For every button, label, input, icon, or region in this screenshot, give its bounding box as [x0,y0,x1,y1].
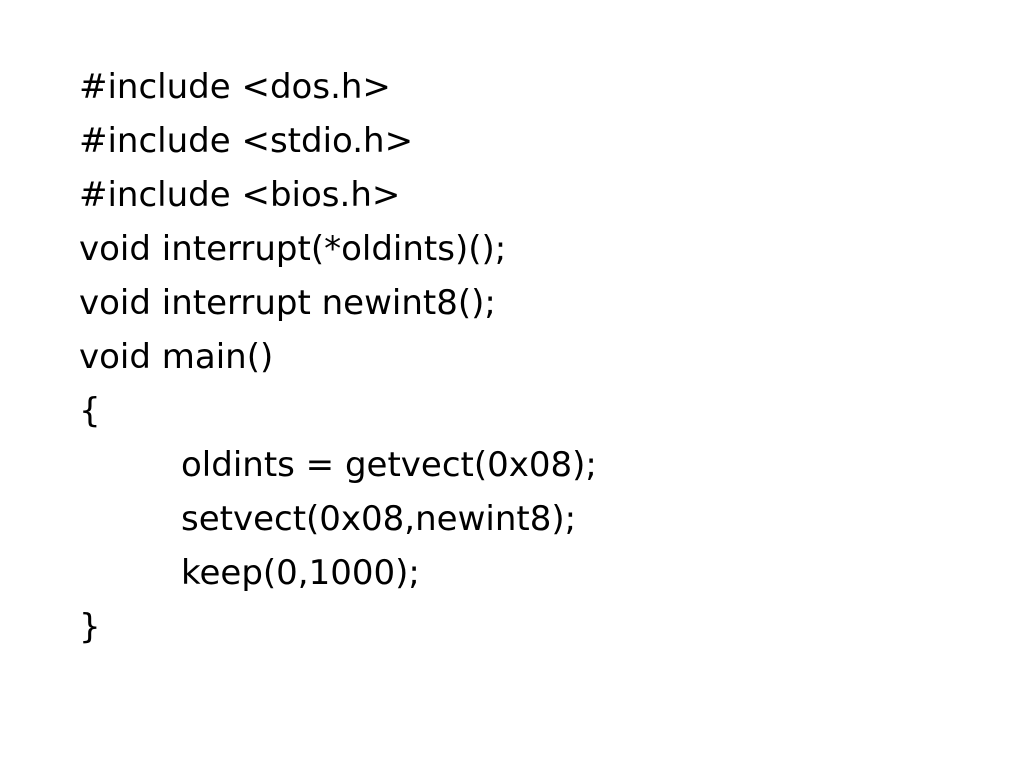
code-block: #include <dos.h> #include <stdio.h> #inc… [79,60,979,654]
code-line-open-brace: { [79,391,101,431]
code-line-include-dos: #include <dos.h> [79,67,391,107]
code-line-include-stdio: #include <stdio.h> [79,121,414,161]
code-line-oldints-declaration: void interrupt(*oldints)(); [79,229,507,269]
code-line-keep: keep(0,1000); [181,553,420,593]
code-line-setvect: setvect(0x08,newint8); [181,499,577,539]
code-line-close-brace: } [79,607,101,647]
code-line-main-signature: void main() [79,337,274,377]
code-line-getvect: oldints = getvect(0x08); [181,445,597,485]
code-line-include-bios: #include <bios.h> [79,175,401,215]
code-line-newint8-declaration: void interrupt newint8(); [79,283,496,323]
